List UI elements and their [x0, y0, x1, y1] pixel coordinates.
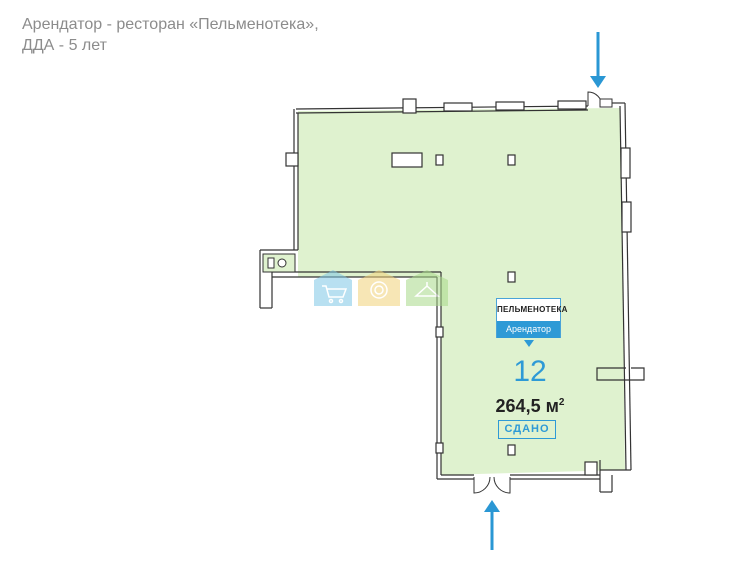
unit-area: 264,5 м2 — [480, 396, 580, 417]
watermark-text: ForRetailer — [350, 313, 420, 329]
unit-area-sup: 2 — [558, 397, 565, 408]
plate-icon — [358, 270, 400, 306]
status-badge: СДАНО — [498, 420, 556, 439]
right-partition — [596, 367, 645, 381]
tenant-name: ПЕЛЬМЕНОТЕКА — [497, 305, 568, 314]
entrance-arrow-bottom — [484, 500, 500, 550]
unit-floor-area[interactable] — [298, 108, 625, 475]
entrance-arrow-top — [590, 32, 606, 88]
windows-right — [620, 147, 632, 233]
hanger-icon — [406, 270, 448, 306]
columns — [285, 152, 598, 476]
tenant-role: Арендатор — [497, 321, 560, 338]
forretailer-logo — [314, 270, 448, 306]
caption-line-lease: ДДА - 5 лет — [22, 37, 107, 54]
windows-top — [402, 98, 587, 114]
tenant-card[interactable]: ПЕЛЬМЕНОТЕКА Арендатор — [496, 298, 568, 338]
unit-area-value: 264,5 м — [495, 396, 559, 416]
door-bottom-entrance[interactable] — [473, 476, 511, 494]
utility-room — [262, 253, 296, 273]
door-top-right[interactable] — [587, 91, 613, 108]
unit-number: 12 — [513, 355, 547, 388]
caption-line-tenant: Арендатор - ресторан «Пельменотека», — [22, 16, 319, 33]
plan-caption: Арендатор - ресторан «Пельменотека», ДДА… — [22, 14, 319, 56]
tenant-pointer — [524, 340, 534, 347]
